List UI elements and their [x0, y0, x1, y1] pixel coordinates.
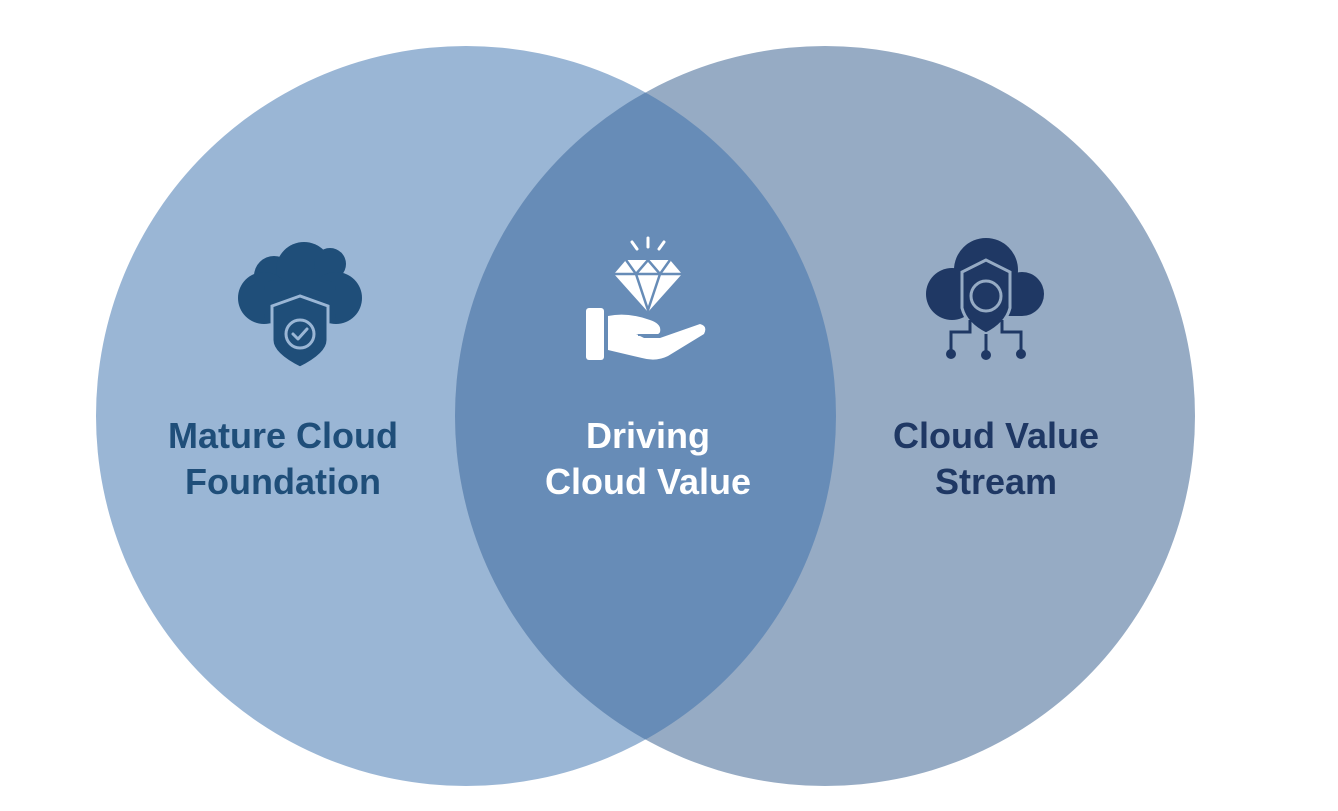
center-label-line-2: Cloud Value: [544, 461, 752, 502]
right-set-label: Cloud Value Stream: [836, 413, 1156, 505]
overlap-region: [455, 46, 836, 786]
center-label-line-1: Driving: [585, 415, 710, 456]
right-label-line-2: Stream: [934, 461, 1058, 502]
left-label-line-1: Mature Cloud: [168, 415, 398, 456]
right-label-line-1: Cloud Value: [892, 415, 1100, 456]
cloud-shield-check-icon: [238, 242, 362, 370]
hand-diamond-icon: [586, 236, 706, 360]
cloud-shield-network-icon: [926, 238, 1044, 360]
left-set-label: Mature Cloud Foundation: [123, 413, 443, 505]
left-label-line-2: Foundation: [185, 461, 381, 502]
center-set-label: Driving Cloud Value: [488, 413, 808, 505]
